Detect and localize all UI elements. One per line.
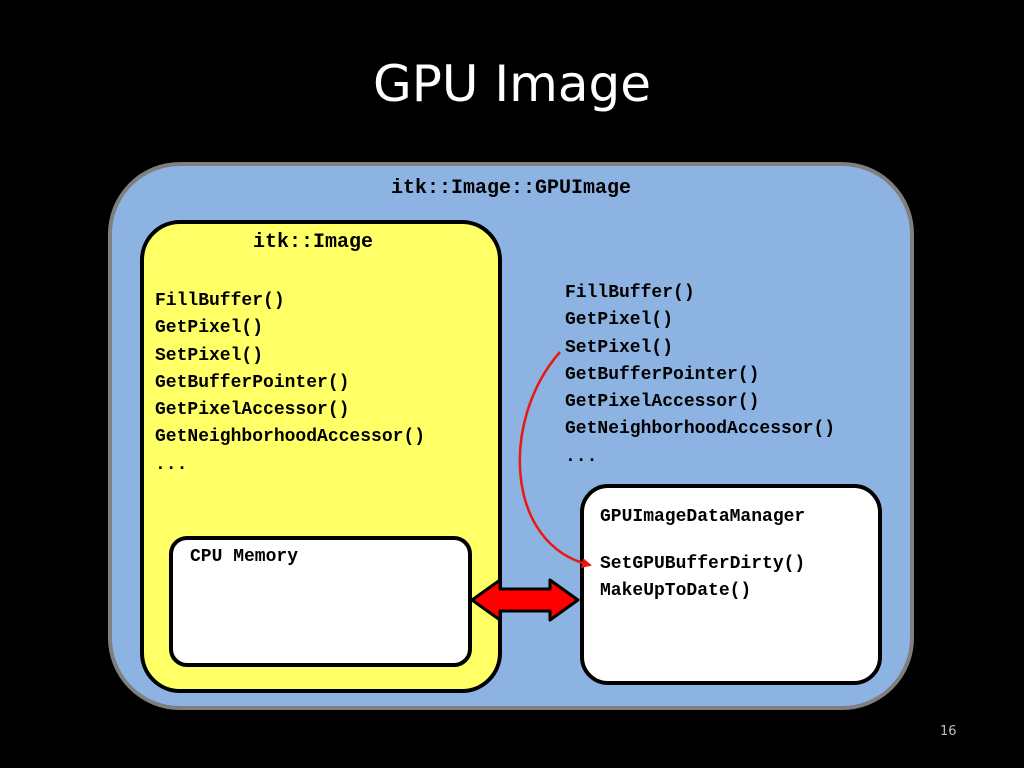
method-item: GetPixelAccessor() (155, 400, 350, 421)
method-item: ... (155, 454, 188, 475)
itk-image-label: itk::Image (252, 231, 374, 254)
cpu-memory-label: CPU Memory (190, 547, 299, 567)
method-item: MakeUpToDate() (600, 581, 752, 601)
slide-title: GPU Image (373, 55, 651, 113)
method-item: FillBuffer() (155, 291, 285, 311)
method-item: GetNeighborhoodAccessor() (565, 419, 836, 440)
gpu-image-method-list: FillBuffer() GetPixel() SetPixel() GetBu… (565, 280, 835, 471)
method-item: GetPixel() (565, 310, 674, 331)
method-item: GetBufferPointer() (565, 364, 760, 385)
connector-arrow (518, 351, 592, 569)
method-item: FillBuffer() (565, 283, 695, 303)
gpu-image-label: itk::Image::GPUImage (390, 177, 632, 200)
method-item: SetPixel() (565, 337, 674, 358)
data-manager-label: GPUImageDataManager (600, 507, 806, 527)
method-item: GetPixelAccessor() (565, 392, 760, 413)
itk-image-method-list: FillBuffer() GetPixel() SetPixel() GetBu… (155, 288, 425, 479)
page-number: 16 (940, 724, 957, 739)
method-item: GetBufferPointer() (155, 372, 350, 393)
cpu-memory-box (169, 536, 472, 667)
method-item: SetPixel() (155, 345, 264, 366)
data-manager-box (580, 484, 882, 685)
method-item: GetPixel() (155, 318, 264, 339)
method-item: ... (565, 446, 598, 467)
method-item: SetGPUBufferDirty() (600, 554, 806, 574)
bidirectional-arrow (470, 578, 580, 622)
data-manager-method-list: SetGPUBufferDirty() MakeUpToDate() (600, 551, 805, 605)
method-item: GetNeighborhoodAccessor() (155, 427, 426, 448)
